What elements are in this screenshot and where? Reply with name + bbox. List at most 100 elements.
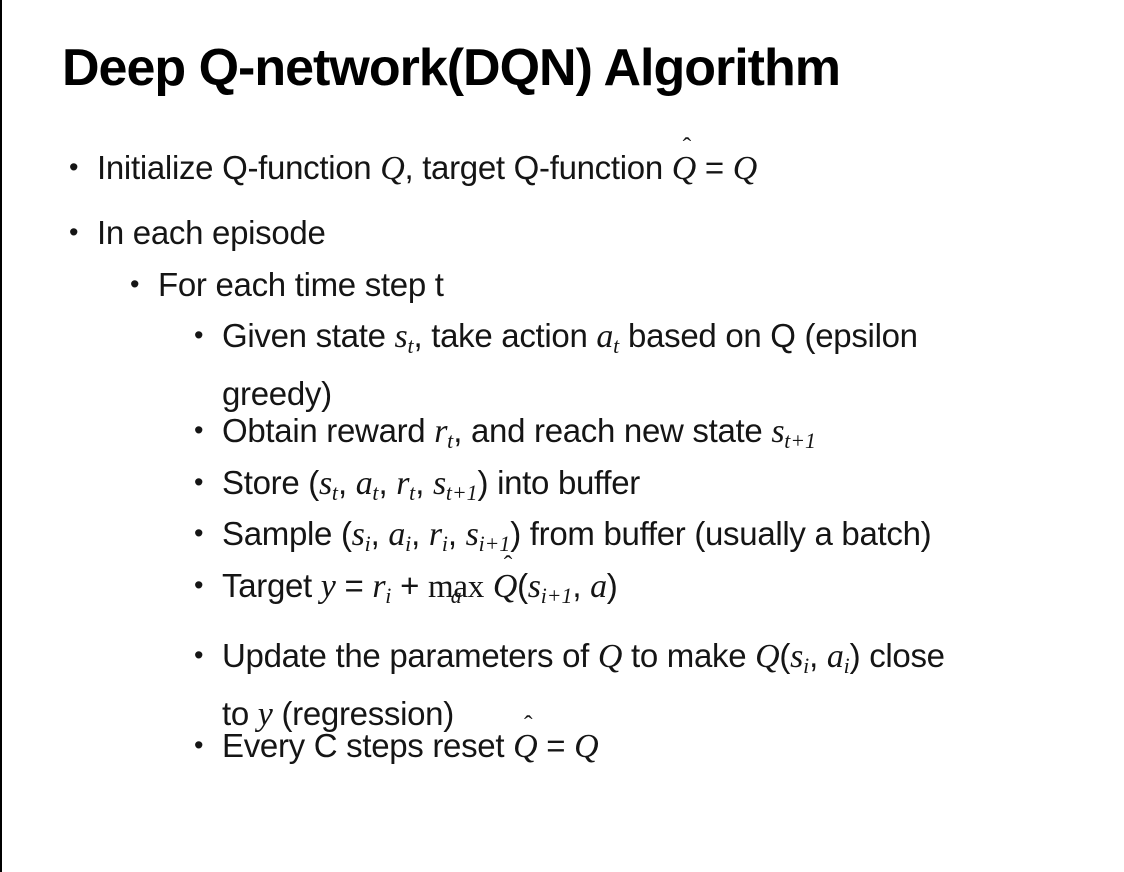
max-under-arg: a	[450, 583, 462, 608]
math-var: y	[257, 696, 273, 734]
math-subscript: t	[407, 334, 414, 359]
text-segment: , target Q-function	[404, 149, 672, 186]
bullet-marker: •	[130, 269, 140, 299]
bullet-marker: •	[69, 217, 79, 247]
max-label: max	[428, 569, 484, 605]
text-segment: Update the parameters of	[222, 637, 598, 674]
math-var: a	[590, 568, 607, 605]
math-var: s	[771, 413, 785, 450]
math-var: a	[388, 516, 406, 553]
math-var: s	[394, 318, 408, 355]
math-subscript: t	[613, 334, 620, 359]
bullet-marker: •	[194, 415, 204, 445]
text-segment: In each episode	[97, 214, 326, 251]
bullet-item-given-state: • Given state st, take action at based o…	[194, 312, 918, 417]
math-var-sub: ai	[388, 515, 411, 556]
text-segment: Given state	[222, 317, 395, 354]
bullet-line: For each time step t	[158, 261, 444, 308]
math-var: Q	[492, 568, 518, 605]
text-segment: ,	[370, 515, 389, 552]
math-var-sub: si+1	[527, 567, 573, 608]
text-segment: to	[222, 695, 258, 733]
text-segment: Target	[222, 567, 321, 604]
text-segment: to make	[622, 637, 756, 674]
math-plus: +	[391, 567, 429, 604]
math-var: Q	[380, 150, 405, 187]
math-subscript: i+1	[478, 532, 511, 557]
math-subscript: i	[441, 532, 448, 557]
text-segment: ,	[572, 567, 591, 604]
math-var-sub: at	[355, 464, 379, 505]
text-segment: , and reach new state	[453, 412, 772, 449]
math-var-sub: rt	[396, 464, 415, 505]
math-subscript: t+1	[445, 481, 478, 506]
text-segment: ,	[378, 464, 397, 501]
math-var: r	[396, 465, 410, 502]
text-segment	[484, 567, 493, 604]
text-segment: (regression)	[272, 695, 454, 733]
bullet-item-sample-buffer: • Sample (si, ai, ri, si+1) from buffer …	[194, 510, 932, 568]
math-var: Q	[671, 150, 697, 187]
math-paren: )	[606, 567, 618, 604]
math-var: s	[351, 516, 365, 553]
math-equals: =	[335, 567, 373, 604]
bullet-line: Store (st, at, rt, st+1) into buffer	[222, 459, 640, 517]
bullet-line: greedy)	[222, 370, 918, 417]
bullet-marker: •	[194, 570, 204, 600]
bullet-marker: •	[69, 152, 79, 182]
math-var-sub: si	[790, 637, 809, 678]
math-var-sub: st	[394, 317, 414, 358]
text-segment: Sample (	[222, 515, 352, 552]
math-var-sub: st+1	[771, 412, 816, 453]
math-var-sub: st	[319, 464, 338, 505]
bullet-item-obtain-reward: • Obtain reward rt, and reach new state …	[194, 407, 816, 465]
math-var-sub: ri	[429, 515, 448, 556]
bullet-marker: •	[194, 467, 204, 497]
text-segment: Store (	[222, 464, 319, 501]
math-subscript: i	[385, 584, 392, 609]
text-segment: ,	[809, 637, 827, 674]
hat-accent: ˆ	[682, 131, 692, 161]
hat-accent: ˆ	[524, 709, 533, 739]
math-var: s	[465, 516, 479, 553]
text-segment: , take action	[413, 317, 597, 354]
bullet-marker: •	[194, 640, 204, 670]
math-var-sub: ri	[372, 567, 391, 608]
math-var: y	[320, 568, 336, 605]
text-segment: Every C steps reset	[222, 727, 514, 764]
math-subscript: t	[331, 481, 338, 506]
math-var: r	[372, 568, 386, 605]
math-var: s	[790, 638, 804, 675]
math-subscript: t	[372, 481, 379, 506]
math-var-sub: st+1	[433, 464, 478, 505]
text-segment: ,	[415, 464, 433, 501]
math-subscript: i	[364, 532, 371, 557]
math-var-sub: si	[351, 515, 371, 556]
text-segment: ,	[337, 464, 356, 501]
bullet-item-episode: • In each episode	[69, 209, 326, 256]
math-var: r	[434, 413, 448, 450]
math-var-sub: at	[596, 317, 619, 358]
bullet-line: Given state st, take action at based on …	[222, 312, 918, 370]
text-segment: ,	[447, 515, 466, 552]
math-paren: (	[779, 637, 791, 674]
math-var: s	[527, 568, 541, 605]
slide-title: Deep Q-network(DQN) Algorithm	[62, 39, 841, 97]
math-subscript: i	[843, 654, 850, 679]
math-subscript: t+1	[784, 429, 816, 454]
math-var: a	[355, 465, 373, 502]
math-subscript: i	[405, 532, 412, 557]
text-segment: greedy)	[222, 375, 332, 413]
bullet-line: Sample (si, ai, ri, si+1) from buffer (u…	[222, 510, 932, 568]
math-var: Q	[732, 150, 758, 187]
bullet-line: Update the parameters of Q to make Q(si,…	[222, 632, 945, 690]
math-var-sub: si+1	[465, 515, 511, 556]
math-subscript: t	[447, 429, 454, 454]
math-var-sub: rt	[434, 412, 453, 453]
